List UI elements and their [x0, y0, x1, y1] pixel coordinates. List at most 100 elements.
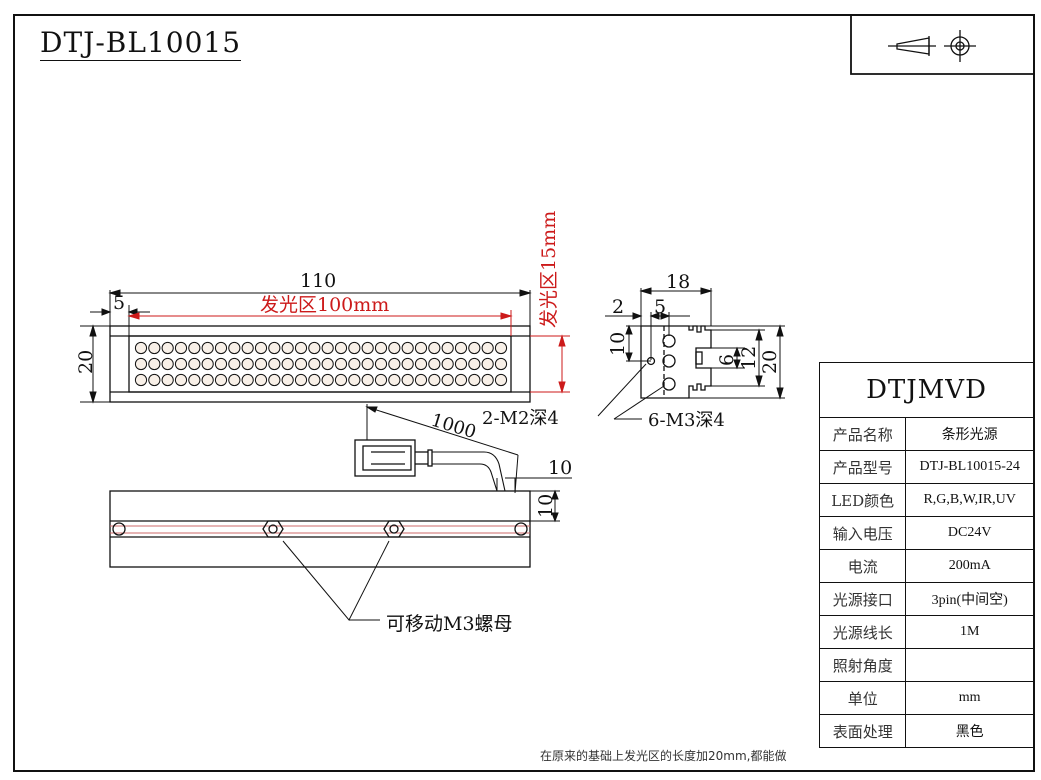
led-dot [148, 357, 161, 371]
led-dot [334, 373, 348, 387]
led-dot [308, 341, 321, 355]
led-dot [388, 341, 401, 355]
led-dot [441, 357, 454, 371]
led-dot [454, 357, 468, 371]
led-dot [241, 373, 254, 387]
dim-emit-length: 发光区100mm [260, 294, 389, 316]
spec-value: mm [905, 681, 1034, 715]
led-dot [428, 341, 441, 355]
led-dot [188, 357, 201, 371]
led-dot [401, 341, 414, 355]
spec-key: 电流 [818, 549, 907, 583]
led-dot [294, 373, 308, 387]
drawing-title: DTJ-BL10015 [40, 26, 242, 61]
sheet-border [13, 14, 1035, 772]
spec-value: DC24V [905, 516, 1034, 550]
dim-side-12: 12 [738, 346, 760, 370]
front-view [109, 325, 531, 403]
led-dot [441, 341, 454, 355]
dim-cable-offset: 10 [548, 457, 572, 479]
m3-nut-left [262, 520, 284, 538]
led-dot [161, 373, 174, 387]
end-hole-left [112, 522, 126, 536]
led-dot [361, 341, 374, 355]
spec-row: 产品名称条形光源 [818, 417, 1034, 451]
led-dot [214, 373, 228, 387]
led-dot [254, 357, 268, 371]
cable-connector [354, 439, 433, 477]
led-dot [334, 341, 348, 355]
led-dot [241, 341, 254, 355]
led-dot [281, 341, 294, 355]
led-dot [308, 357, 321, 371]
led-dot [481, 373, 494, 387]
led-dot [268, 341, 281, 355]
led-dot [134, 373, 148, 387]
led-dot [201, 373, 214, 387]
led-dot [414, 341, 428, 355]
bottom-housing [109, 490, 531, 568]
led-dot [294, 341, 308, 355]
spec-key: LED颜色 [818, 483, 907, 517]
front-dimensions [80, 289, 532, 404]
end-hole-right [514, 522, 528, 536]
led-dot [308, 373, 321, 387]
led-dot [374, 357, 388, 371]
led-dot [494, 341, 508, 355]
dim-offset: 5 [113, 292, 125, 314]
led-dot [228, 341, 241, 355]
spec-key: 输入电压 [818, 516, 907, 550]
dim-bottom-height: 10 [535, 494, 557, 518]
led-dot [388, 373, 401, 387]
led-dot [254, 341, 268, 355]
led-dot [321, 357, 334, 371]
led-dot [374, 373, 388, 387]
led-dot [374, 341, 388, 355]
side-dimensions [597, 287, 785, 420]
led-dot [201, 341, 214, 355]
led-dot [214, 357, 228, 371]
led-dot [281, 357, 294, 371]
spec-key: 光源接口 [818, 582, 907, 616]
dim-side-6: 6 [716, 354, 738, 366]
led-dot [494, 357, 508, 371]
spec-value: 200mA [905, 549, 1034, 583]
spec-key: 产品型号 [818, 450, 907, 484]
led-dot [134, 357, 148, 371]
spec-value: R,G,B,W,IR,UV [905, 483, 1034, 517]
led-dot [268, 357, 281, 371]
led-dot [454, 373, 468, 387]
led-dot [414, 357, 428, 371]
dim-cable-length: 1000 [429, 410, 479, 443]
led-dot [294, 357, 308, 371]
led-dot [228, 373, 241, 387]
led-dot [441, 373, 454, 387]
hole-m2-label: 2-M2深4 [482, 408, 559, 429]
spec-value [905, 648, 1034, 682]
bottom-view [109, 439, 531, 568]
led-dot [468, 357, 481, 371]
led-dot [188, 373, 201, 387]
footnote: 在原来的基础上发光区的长度加20mm,都能做 [540, 749, 787, 763]
led-grid [134, 341, 508, 387]
led-dot [214, 341, 228, 355]
spec-row: 表面处理黑色 [818, 714, 1034, 748]
led-dot [334, 357, 348, 371]
dim-side-10: 10 [607, 332, 629, 356]
spec-value: DTJ-BL10015-24 [905, 450, 1034, 484]
led-dot [348, 341, 361, 355]
led-dot [428, 357, 441, 371]
cable [432, 451, 506, 492]
led-dot [361, 373, 374, 387]
led-dot [481, 341, 494, 355]
led-dot [161, 341, 174, 355]
led-dot [321, 341, 334, 355]
dim-side-2: 2 [612, 296, 624, 318]
spec-value: 条形光源 [905, 417, 1034, 451]
led-dot [281, 373, 294, 387]
dim-length: 110 [300, 270, 336, 292]
